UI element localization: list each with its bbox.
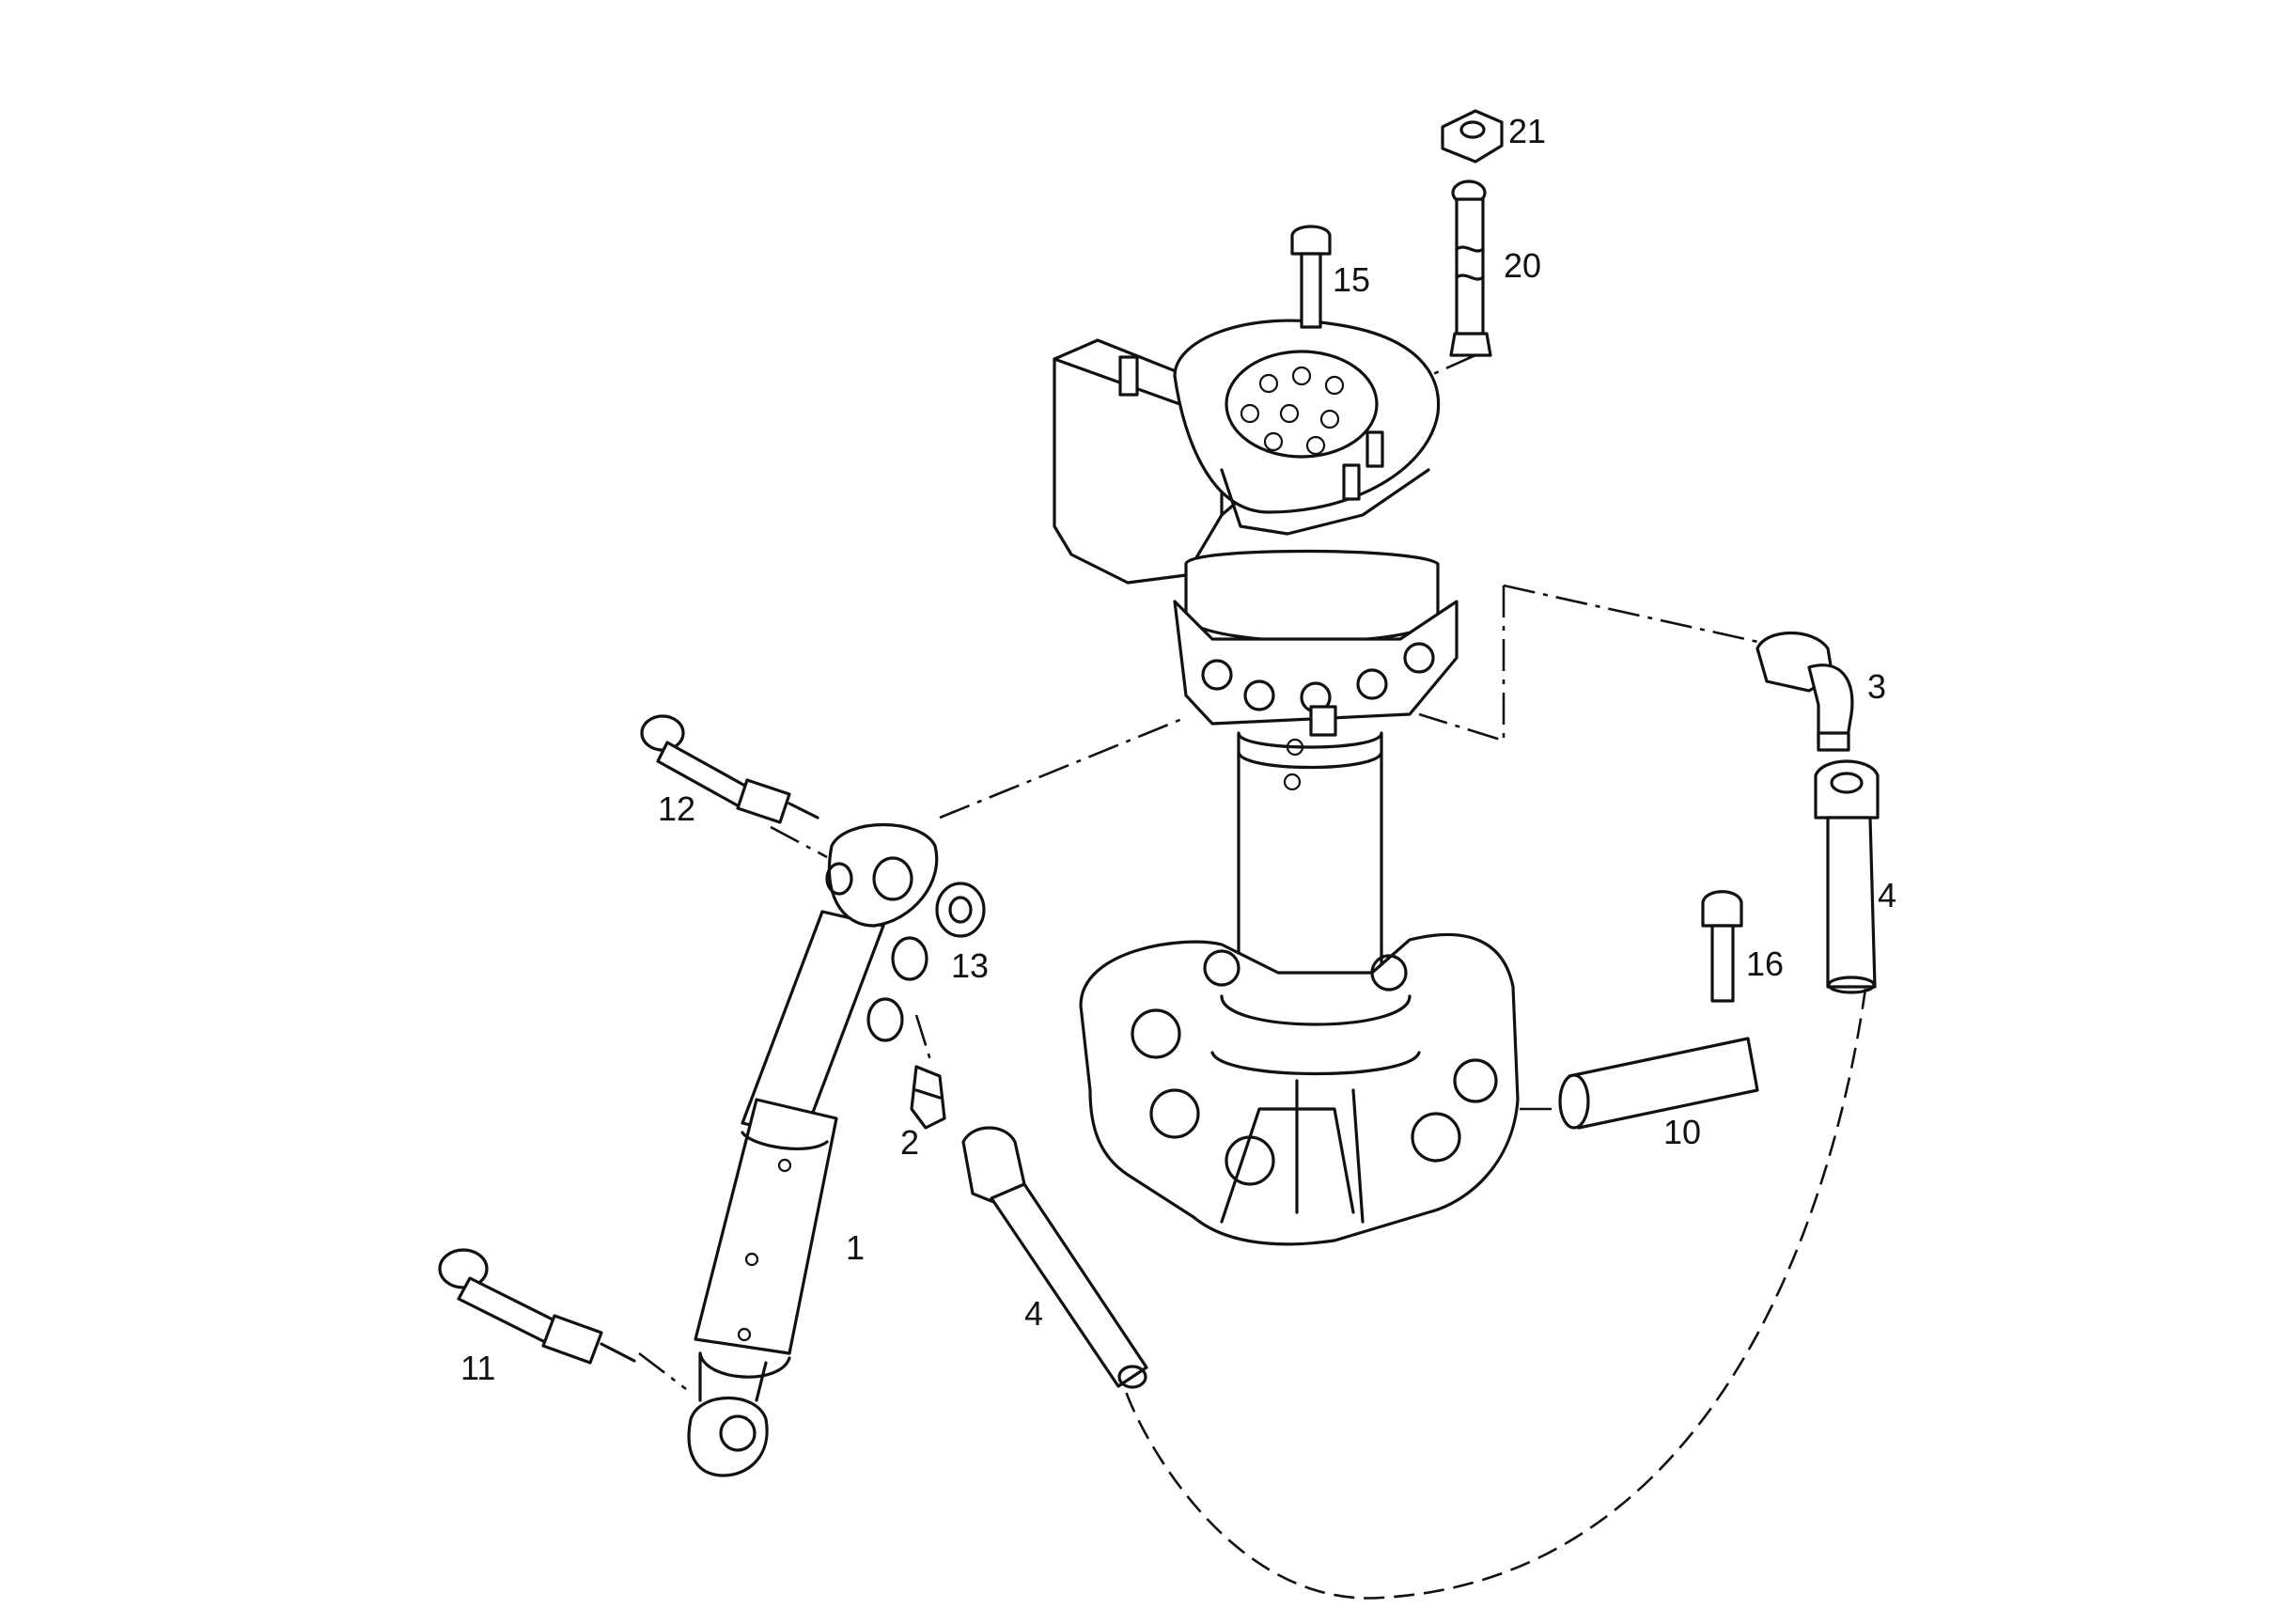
callout-11: 11 <box>460 1349 496 1387</box>
base-housing <box>1079 932 1520 1246</box>
screw-15 <box>1290 225 1332 329</box>
top-bracket <box>1053 319 1441 585</box>
callout-20: 20 <box>1504 246 1542 285</box>
pin-10 <box>1558 1037 1759 1130</box>
callout-4-right: 4 <box>1878 876 1897 914</box>
washer-13 <box>935 882 986 938</box>
stud-20 <box>1449 180 1492 357</box>
leader-lines <box>638 353 1867 1600</box>
hose-4-lower <box>961 1126 1148 1389</box>
callout-2: 2 <box>900 1123 920 1162</box>
callout-1: 1 <box>846 1228 866 1267</box>
fitting-2 <box>910 1065 946 1130</box>
callout-13: 13 <box>951 946 990 985</box>
screw-16 <box>1701 890 1743 1003</box>
pads <box>866 936 928 1042</box>
shock-absorber <box>687 823 939 1477</box>
callout-4-lower: 4 <box>1024 1294 1044 1333</box>
callout-12: 12 <box>658 789 696 828</box>
bolt-11 <box>438 1248 636 1365</box>
nut-21 <box>1441 109 1504 164</box>
callout-16: 16 <box>1746 945 1785 983</box>
hose-4-right <box>1814 759 1880 994</box>
callout-21: 21 <box>1508 112 1547 150</box>
yoke-block <box>1173 549 1459 737</box>
elbow-3 <box>1755 632 1854 752</box>
callout-15: 15 <box>1333 260 1371 299</box>
bolt-12 <box>640 714 819 824</box>
callout-3: 3 <box>1867 667 1887 706</box>
callout-10: 10 <box>1663 1113 1702 1151</box>
